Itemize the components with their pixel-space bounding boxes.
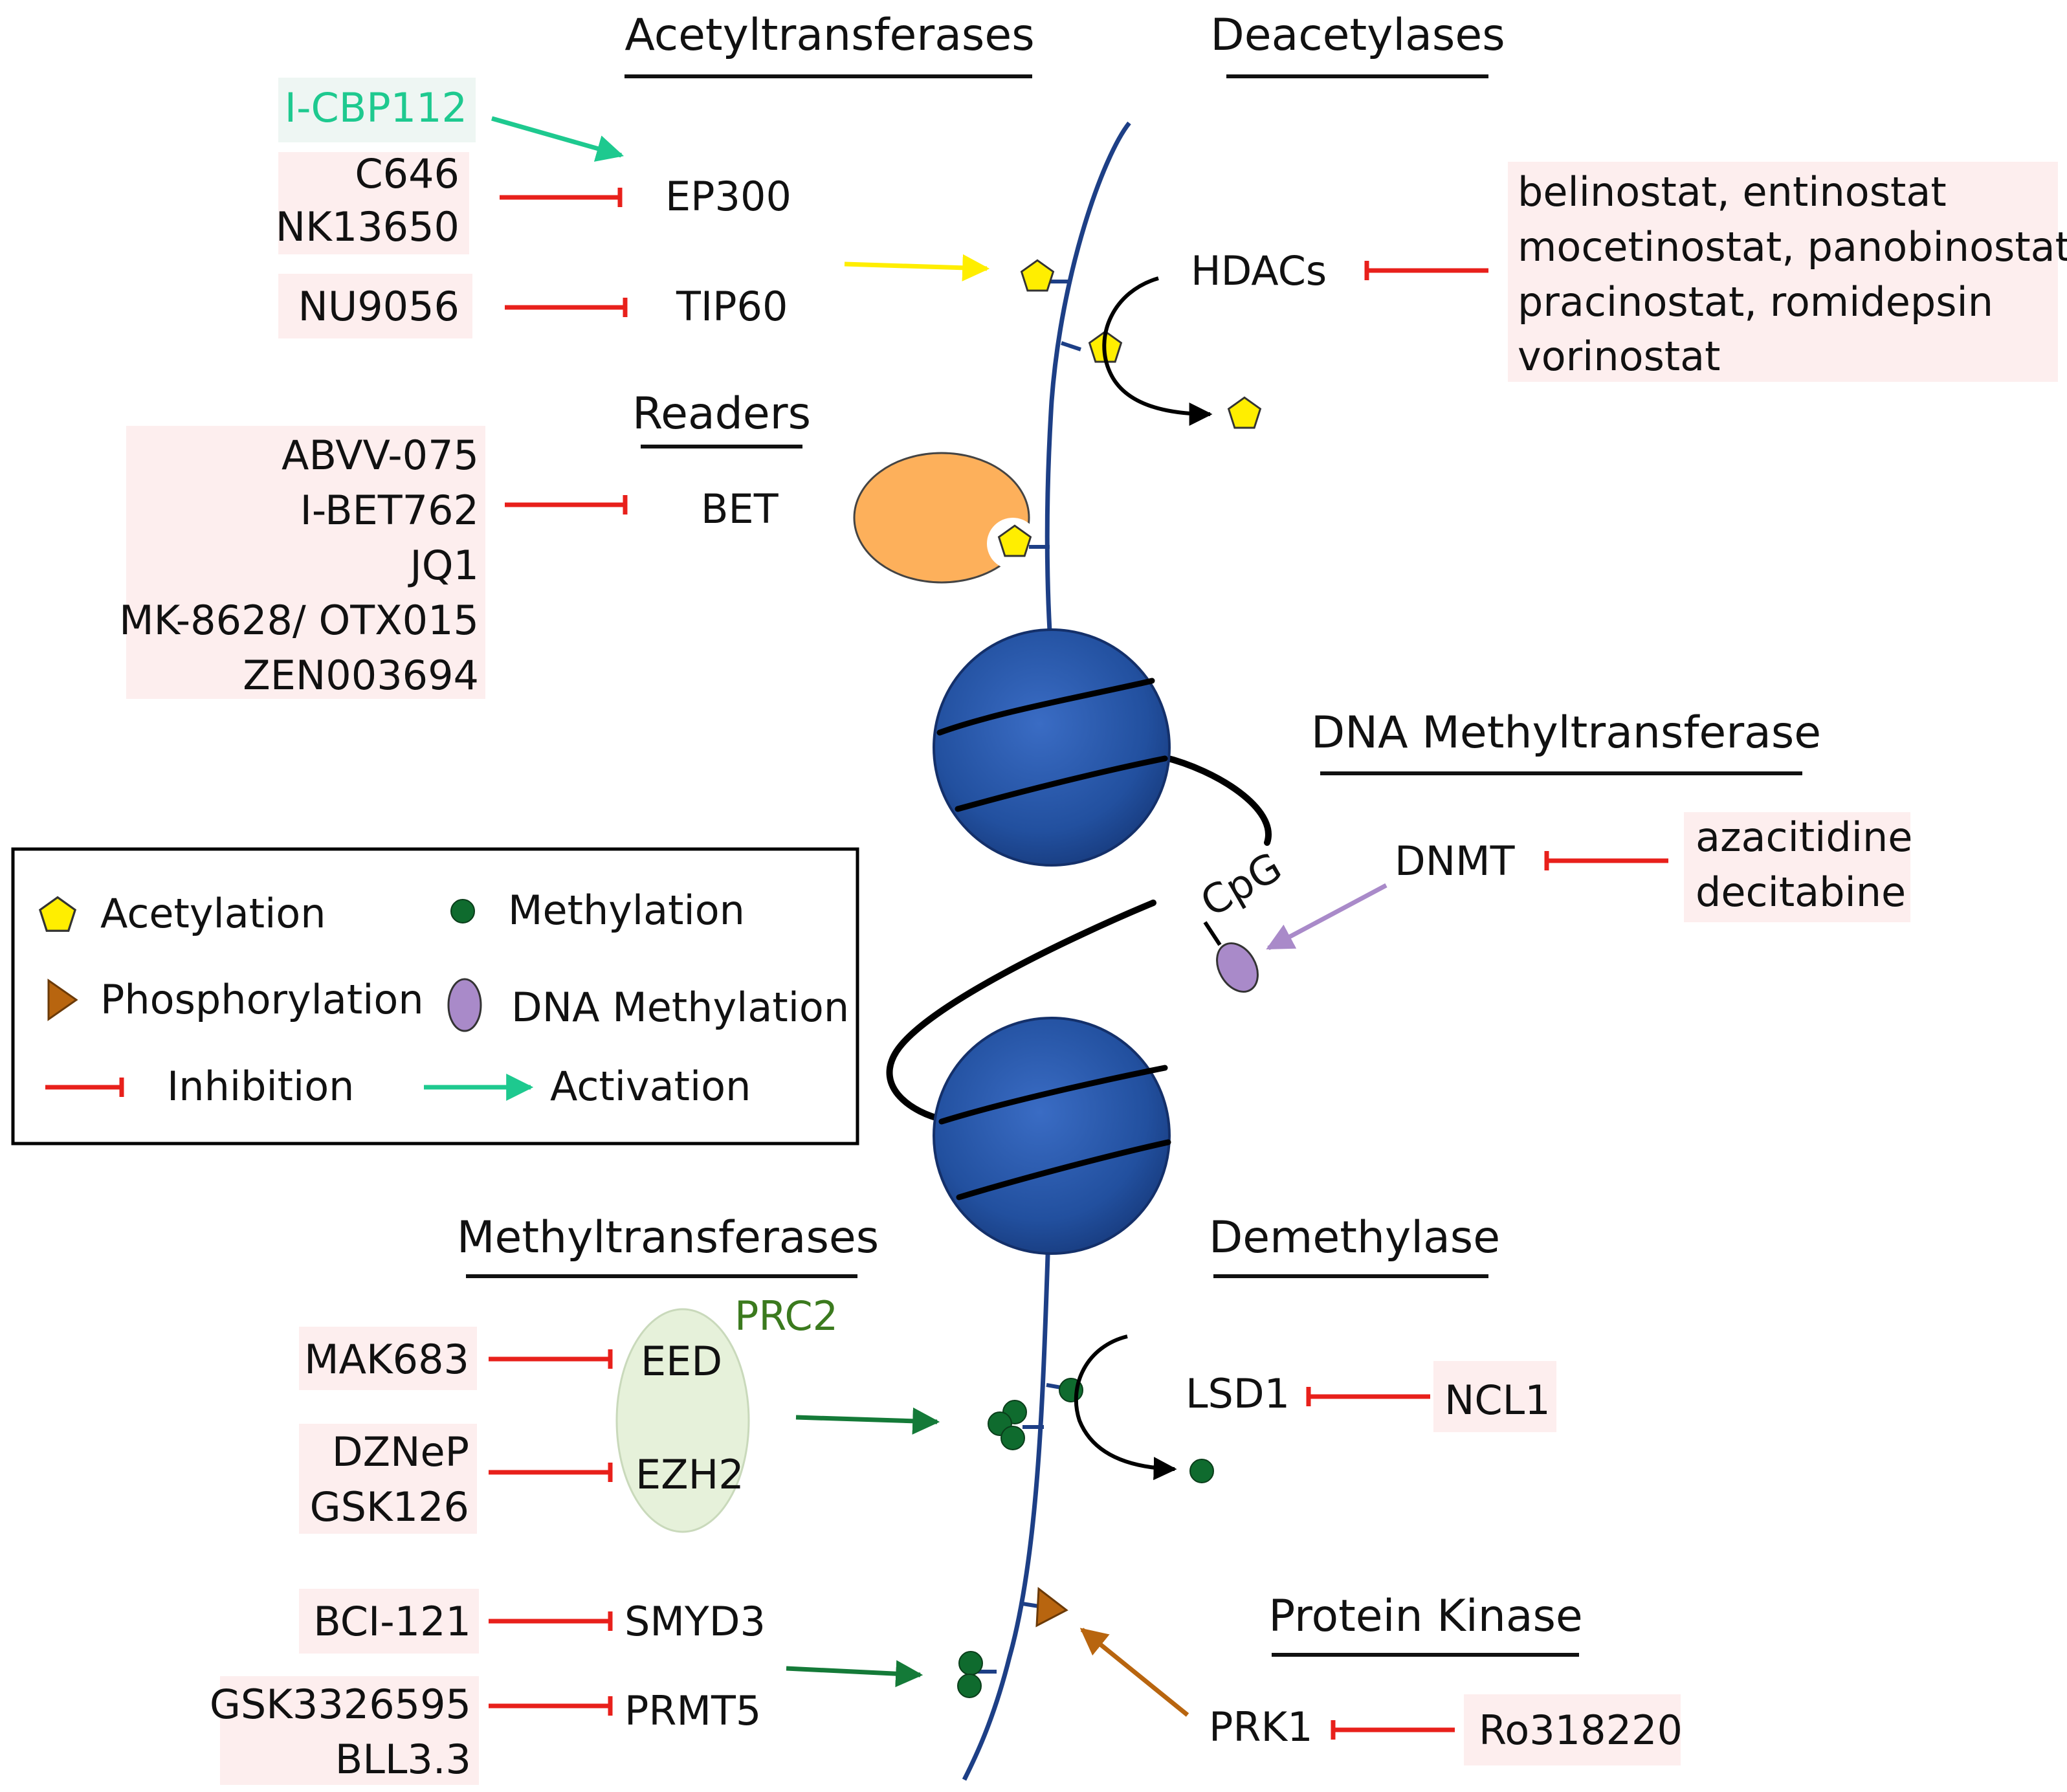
- activator-box: [278, 78, 476, 142]
- acetyl-mark: [1021, 259, 1054, 292]
- hdac-inhibitor: belinostat, entinostat: [1518, 168, 1947, 216]
- header-methyltransferases: Methyltransferases: [457, 1212, 879, 1263]
- cpg-label: CpG: [1193, 843, 1290, 926]
- hdac-removal-arrow: [1102, 276, 1213, 426]
- legend-activation-label: Activation: [550, 1063, 751, 1110]
- prk1-inhibitor: Ro318220: [1479, 1707, 1683, 1754]
- header-deacetylases: Deacetylases: [1210, 10, 1505, 61]
- hdac-inhibitor: pracinostat, romidepsin: [1518, 278, 1993, 326]
- ezh2-inhibitor-box: [299, 1424, 477, 1534]
- linker-dna: [886, 754, 1272, 1123]
- ep300-inhibitor: NK13650: [276, 203, 459, 250]
- legend-dna-methylation-label: DNA Methylation: [511, 984, 849, 1031]
- histone-tail-stub: [1061, 341, 1081, 351]
- header-protein-kinase: Protein Kinase: [1268, 1591, 1583, 1642]
- bet-inhibitor: MK-8628/ OTX015: [119, 597, 479, 644]
- prc2-methylation-arrow: [795, 1407, 940, 1435]
- enzyme-bet: BET: [701, 485, 779, 533]
- eed-inhibitor: MAK683: [304, 1336, 469, 1383]
- smyd3-inhibitor-box: [299, 1589, 479, 1654]
- lsd1-inhibitor: NCL1: [1444, 1377, 1551, 1424]
- legend-methylation-icon: [450, 899, 475, 924]
- prc2-complex: [615, 1308, 750, 1533]
- histone-nucleosome-bottom: [933, 1017, 1171, 1255]
- hdac-inhibitor: mocetinostat, panobinostat: [1518, 223, 2067, 271]
- legend-phosphorylation-icon: [47, 979, 78, 1021]
- enzyme-hdacs: HDACs: [1191, 247, 1327, 294]
- cpg-stub: [1203, 921, 1222, 946]
- methyl-mark: [1000, 1426, 1025, 1450]
- dna-wrap-line: [936, 678, 1155, 736]
- histone-nucleosome-top: [933, 628, 1171, 867]
- legend-box: [11, 847, 859, 1145]
- bet-inhibitor: ABVV-075: [282, 432, 479, 479]
- legend-inhibition-label: Inhibition: [167, 1063, 354, 1110]
- bet-inhibitor: ZEN003694: [243, 652, 479, 699]
- bet-inhibitor: I-BET762: [300, 487, 479, 534]
- header-readers: Readers: [632, 388, 811, 439]
- dnmt-inhibitor: decitabine: [1696, 868, 1906, 916]
- enzyme-smyd3: SMYD3: [625, 1598, 766, 1645]
- enzyme-eed: EED: [641, 1338, 722, 1385]
- bet-inhibitor: JQ1: [407, 542, 479, 589]
- dna-wrap-line: [955, 755, 1168, 812]
- lsd1-inhibitor-box: [1433, 1361, 1556, 1432]
- smyd3-prmt5-methylation-arrow: [786, 1660, 923, 1688]
- dnmt-methylation-arrow: [1266, 883, 1387, 951]
- prmt5-inhibitor: BLL3.3: [335, 1736, 471, 1783]
- header-acetyltransferases: Acetyltransferases: [625, 10, 1034, 61]
- enzyme-dnmt: DNMT: [1395, 837, 1516, 885]
- bet-inhibitor-box: [126, 426, 485, 699]
- ezh2-inhibitor: DZNeP: [332, 1428, 469, 1476]
- ezh2-inhibitor: GSK126: [310, 1483, 469, 1531]
- chromatin-strand-top: [1045, 121, 1131, 632]
- eed-inhibitor-box: [299, 1327, 477, 1390]
- tip60-inhibitor: NU9056: [298, 283, 459, 330]
- chromatin-strand-bottom: [962, 1235, 1051, 1781]
- methyl-mark-released: [1189, 1459, 1214, 1483]
- header-demethylase: Demethylase: [1209, 1212, 1500, 1263]
- enzyme-ep300: EP300: [665, 173, 791, 220]
- tip60-inhibitor-box: [278, 274, 472, 338]
- prmt5-inhibitor: GSK3326595: [210, 1681, 471, 1728]
- activator-i-cbp112: I-CBP112: [285, 84, 467, 131]
- methyl-mark: [957, 1674, 982, 1698]
- enzyme-prmt5: PRMT5: [625, 1687, 761, 1734]
- ep300-inhibitor: C646: [355, 150, 459, 197]
- prk1-phosphorylation-arrow: [1079, 1628, 1189, 1717]
- legend-dna-methylation-icon: [447, 978, 482, 1032]
- histone-tail-stub: [1022, 1602, 1039, 1608]
- dna-wrap-line: [956, 1139, 1171, 1200]
- enzyme-ezh2: EZH2: [636, 1451, 744, 1498]
- dna-methylation-mark: [1216, 942, 1259, 993]
- prmt5-inhibitor-box: [220, 1676, 479, 1785]
- ep300-inhibitor-box: [278, 152, 469, 254]
- enzyme-tip60: TIP60: [676, 283, 788, 330]
- bet-reader-protein: [853, 452, 1030, 584]
- acetyl-incoming-arrow: [844, 254, 990, 282]
- activation-arrow: [491, 116, 625, 162]
- smyd3-inhibitor: BCI-121: [313, 1598, 471, 1645]
- dna-wrap-line: [938, 1065, 1168, 1125]
- phosphorylation-mark: [1035, 1587, 1068, 1628]
- dnmt-inhibitor-box: [1684, 812, 1910, 922]
- legend-phosphorylation-label: Phosphorylation: [100, 976, 424, 1023]
- header-dna-methyltransferase: DNA Methyltransferase: [1311, 707, 1821, 758]
- acetyl-mark-released: [1228, 396, 1261, 429]
- methyl-mark: [958, 1651, 983, 1676]
- enzyme-prk1: PRK1: [1209, 1703, 1313, 1751]
- dnmt-inhibitor: azacitidine: [1696, 813, 1912, 861]
- hdac-inhibitor-box: [1508, 162, 2058, 382]
- hdac-inhibitor: vorinostat: [1518, 333, 1720, 380]
- lsd1-removal-arrow: [1074, 1334, 1177, 1481]
- legend-acetylation-label: Acetylation: [100, 890, 326, 937]
- legend-methylation-label: Methylation: [508, 887, 745, 934]
- complex-prc2-label: PRC2: [735, 1292, 838, 1340]
- enzyme-lsd1: LSD1: [1186, 1370, 1290, 1417]
- prk1-inhibitor-box: [1464, 1694, 1681, 1765]
